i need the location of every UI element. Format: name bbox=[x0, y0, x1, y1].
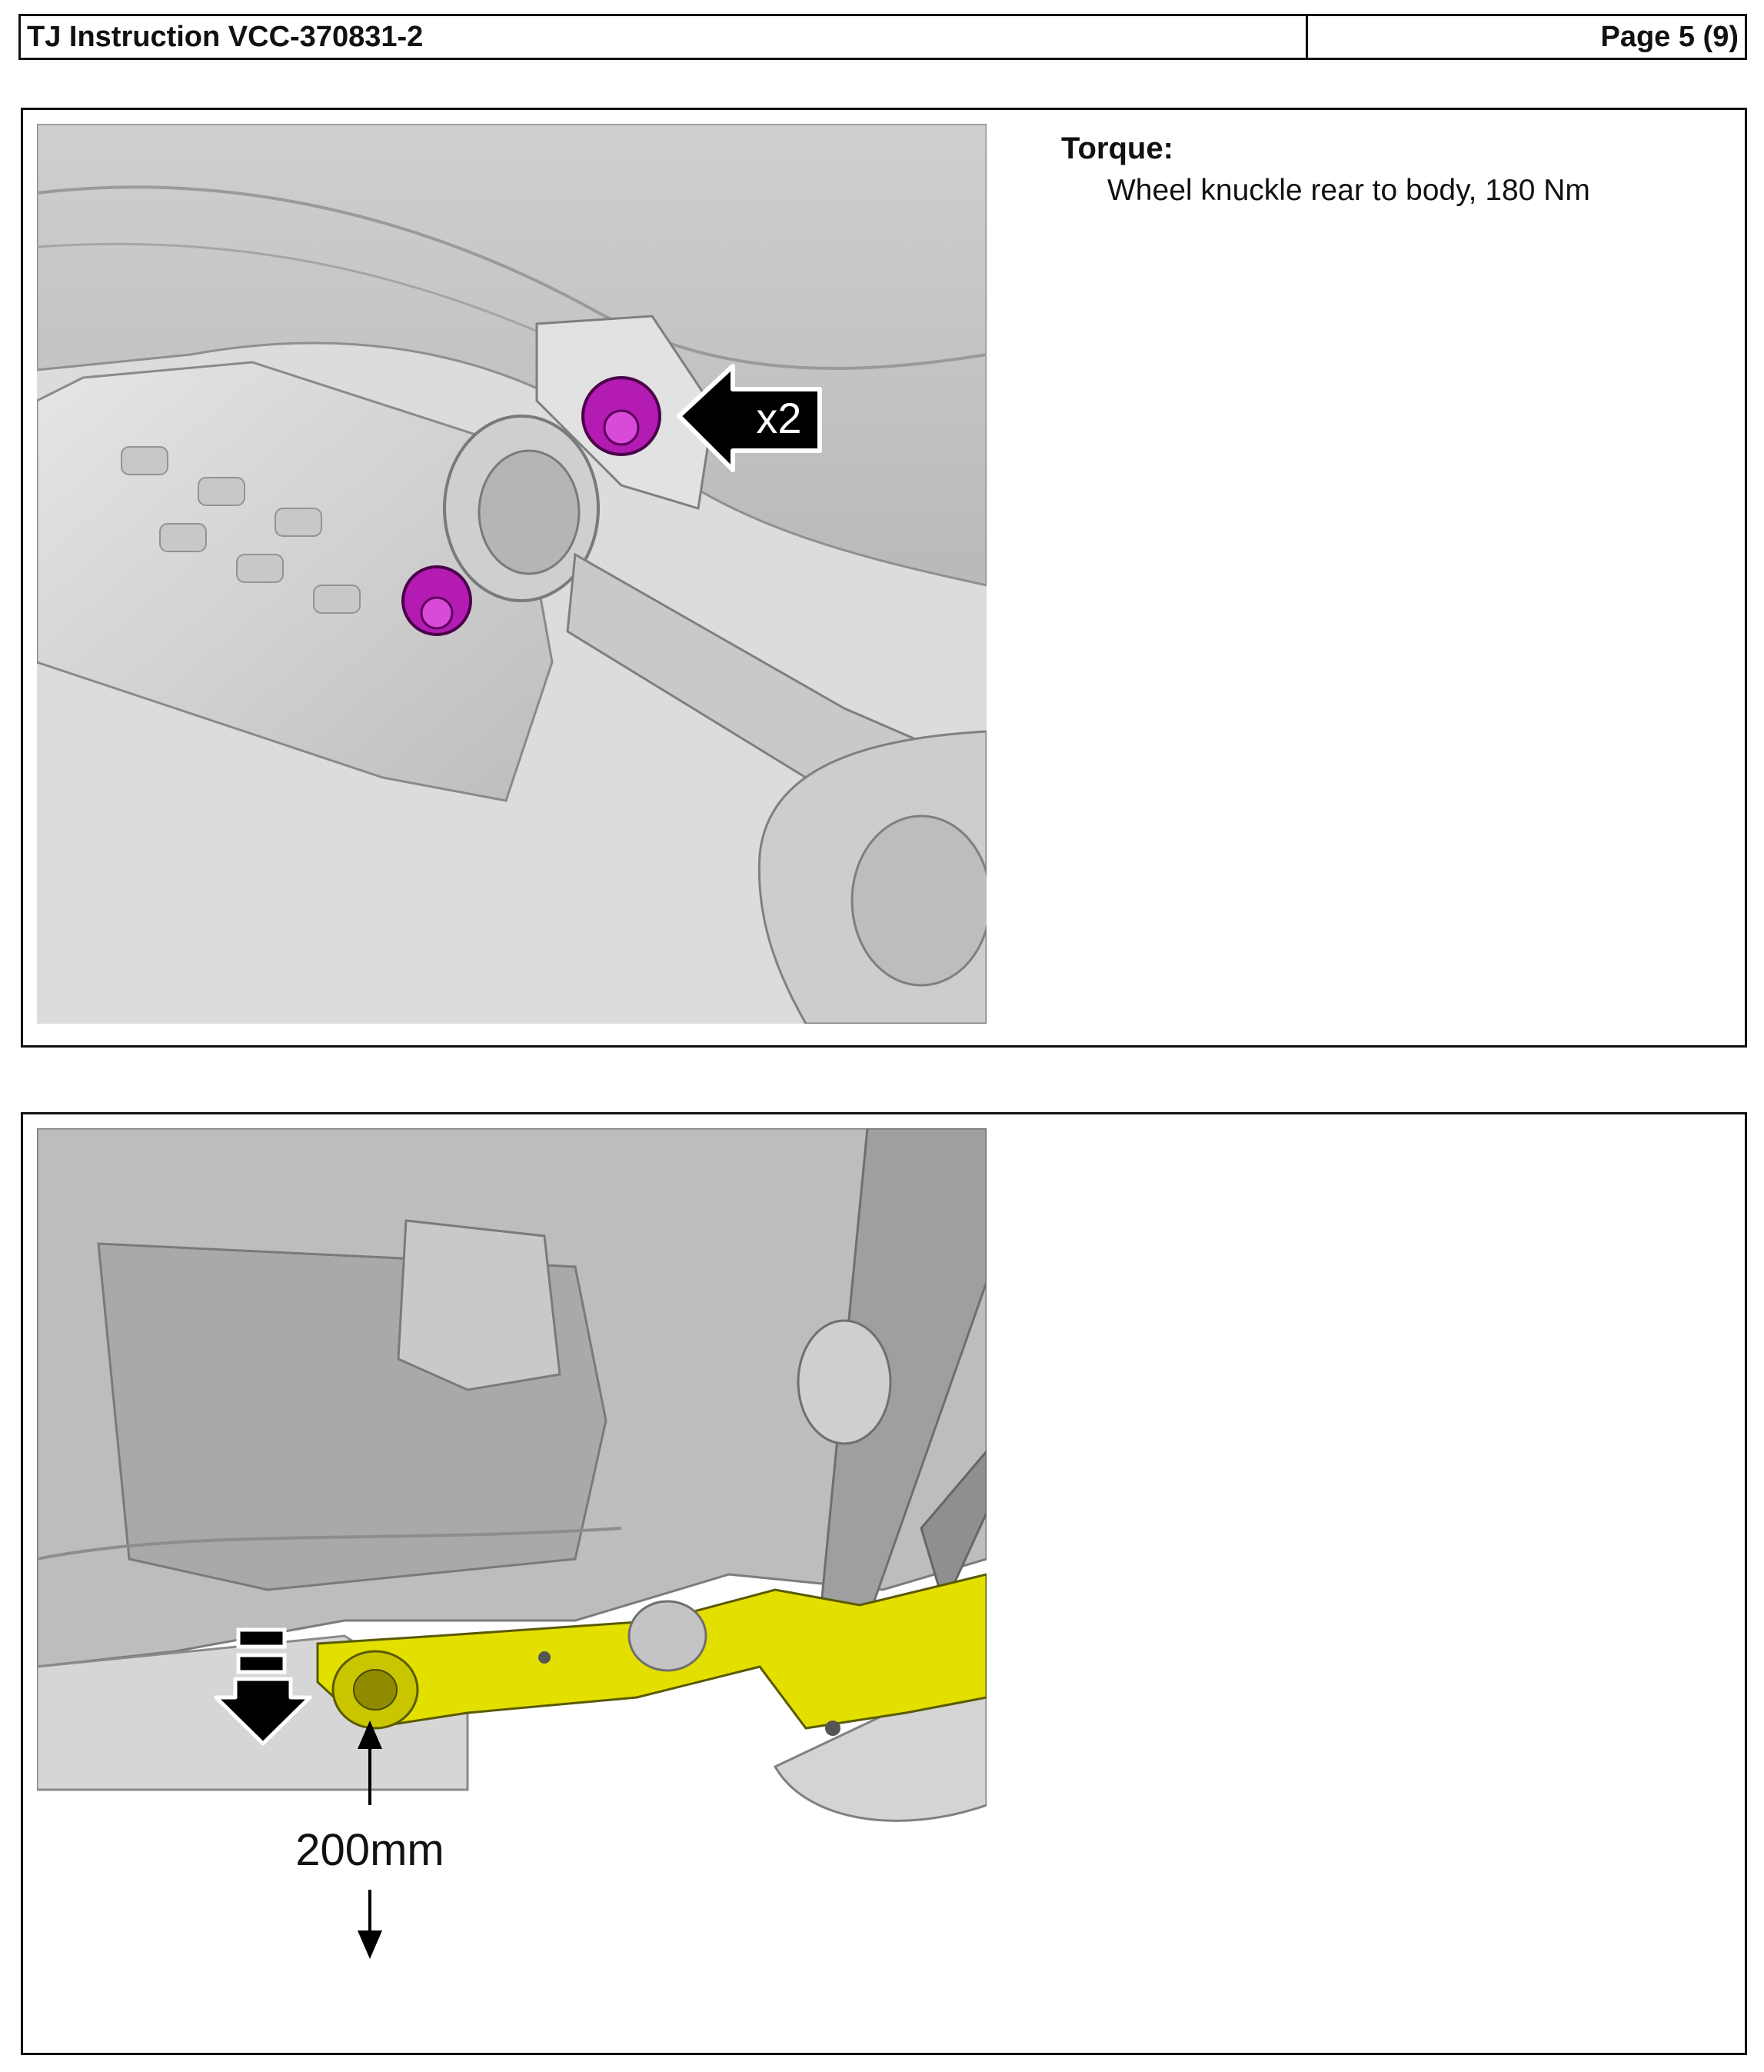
bolt-upper bbox=[581, 376, 661, 456]
step-panel-lower-arm: 200mm bbox=[21, 1112, 1747, 2055]
illustration-drawing: 200mm bbox=[37, 1128, 987, 1959]
illustration-drawing: x2 bbox=[37, 124, 987, 1024]
torque-title: Torque: bbox=[1061, 132, 1173, 165]
illustration-lower-arm: 200mm bbox=[37, 1128, 987, 1959]
callout-arrow-icon: x2 bbox=[677, 364, 822, 472]
illustration-knuckle-bolts: x2 bbox=[37, 124, 987, 1024]
torque-value: Wheel knuckle rear to body, 180 Nm bbox=[1107, 174, 1590, 207]
step-panel-torque: x2 Torque: Wheel knuckle rear to body, 1… bbox=[21, 108, 1747, 1048]
callout-count-label: x2 bbox=[756, 394, 801, 442]
document-title: TJ Instruction VCC-370831-2 bbox=[21, 16, 1308, 58]
lower-direction-arrow-icon bbox=[214, 1627, 312, 1746]
page-number: Page 5 (9) bbox=[1600, 20, 1739, 53]
page-header: TJ Instruction VCC-370831-2 Page 5 (9) bbox=[18, 14, 1747, 60]
torque-spec: Torque: Wheel knuckle rear to body, 180 … bbox=[1061, 132, 1590, 208]
bolt-lower bbox=[401, 565, 472, 636]
dimension-arrow-icon bbox=[357, 1720, 383, 1959]
measurement-label: 200mm bbox=[295, 1825, 444, 1875]
